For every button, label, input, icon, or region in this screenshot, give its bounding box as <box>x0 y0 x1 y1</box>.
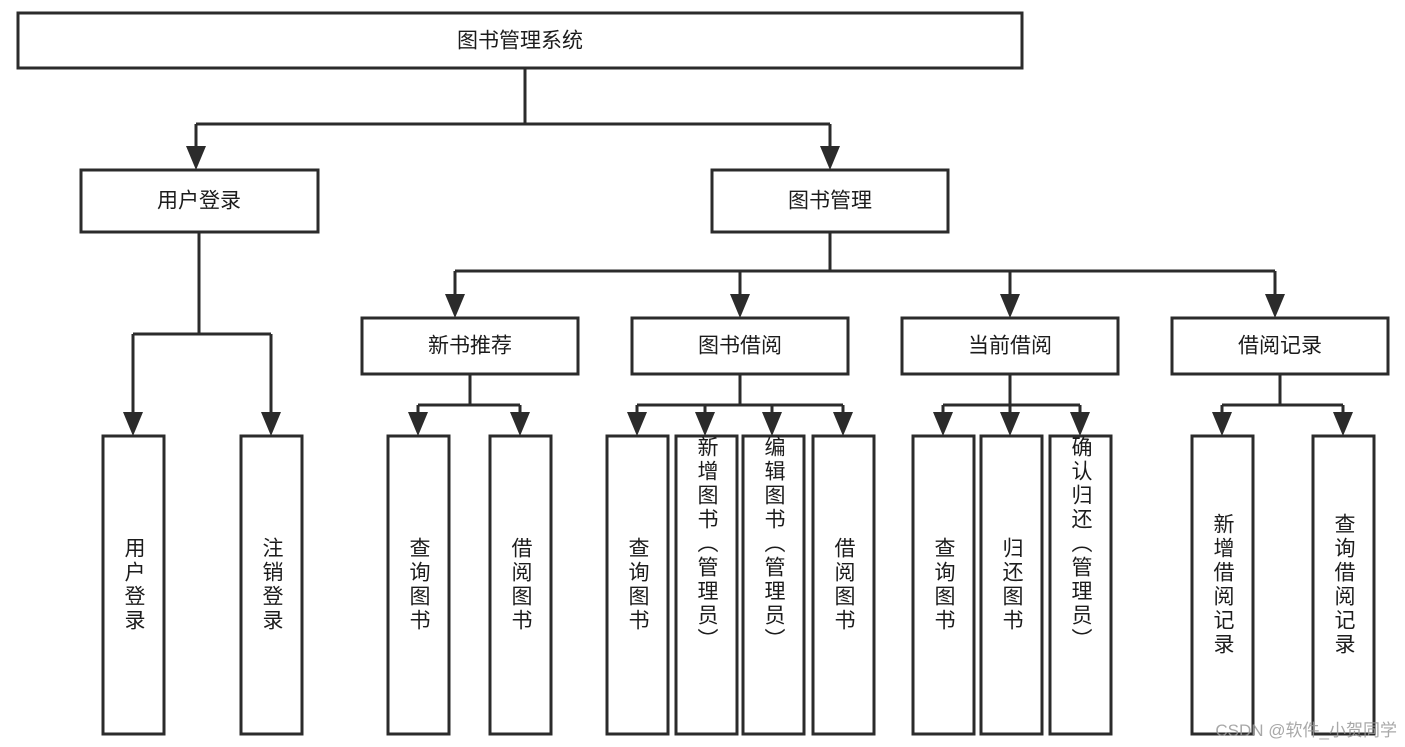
label-user-login: 用户登录 <box>157 190 241 213</box>
node-box-borrow-record[interactable] <box>1170 316 1390 376</box>
arrow-head-book-manage <box>820 146 840 170</box>
arrow-head-leaf-user-login <box>123 412 143 436</box>
arrow-head-borrowrecord-query <box>1333 412 1353 436</box>
node-box-leaf-currentborrow-confirm[interactable] <box>1048 434 1113 736</box>
label-book-manage: 图书管理 <box>788 190 872 213</box>
node-box-leaf-logout-login[interactable] <box>239 434 304 736</box>
node-box-leaf-bookborrow-query[interactable] <box>605 434 670 736</box>
node-box-leaf-currentborrow-return[interactable] <box>979 434 1044 736</box>
node-box-book-manage[interactable] <box>710 168 950 234</box>
arrow-head-current-borrow <box>1000 294 1020 318</box>
node-box-leaf-user-login[interactable] <box>101 434 166 736</box>
node-box-leaf-currentborrow-query[interactable] <box>911 434 976 736</box>
arrow-head-user-login <box>186 146 206 170</box>
arrow-head-bookborrow-borrow <box>833 412 853 436</box>
arrow-head-borrow-record <box>1265 294 1285 318</box>
node-box-leaf-bookborrow-edit[interactable] <box>741 434 806 736</box>
label-book-borrow: 图书借阅 <box>698 335 782 358</box>
arrow-head-newbook-query <box>408 412 428 436</box>
label-new-book-recommend: 新书推荐 <box>428 335 512 358</box>
arrow-head-newbook-borrow <box>510 412 530 436</box>
arrow-head-bookborrow-edit <box>762 412 782 436</box>
csdn-watermark: CSDN @软件_小贺同学 <box>1215 721 1397 740</box>
node-box-new-book-recommend[interactable] <box>360 316 580 376</box>
arrow-head-borrowrecord-add <box>1212 412 1232 436</box>
label-root: 图书管理系统 <box>457 30 583 53</box>
arrow-head-bookborrow-query <box>627 412 647 436</box>
node-box-current-borrow[interactable] <box>900 316 1120 376</box>
arrow-head-book-borrow <box>730 294 750 318</box>
node-box-leaf-bookborrow-borrow[interactable] <box>811 434 876 736</box>
label-current-borrow: 当前借阅 <box>968 335 1052 358</box>
node-box-leaf-newbook-query[interactable] <box>386 434 451 736</box>
node-box-root[interactable] <box>16 11 1024 70</box>
arrow-head-bookborrow-add <box>695 412 715 436</box>
node-box-layer <box>16 11 1390 736</box>
node-box-book-borrow[interactable] <box>630 316 850 376</box>
node-box-leaf-borrowrecord-add[interactable] <box>1190 434 1255 736</box>
arrow-head-currentborrow-return <box>1000 412 1020 436</box>
arrow-head-new-book-recommend <box>445 294 465 318</box>
connector-layer <box>123 68 1353 436</box>
arrow-head-currentborrow-query <box>933 412 953 436</box>
node-box-leaf-newbook-borrow[interactable] <box>488 434 553 736</box>
node-label-layer: 图书管理系统 用户登录 图书管理 新书推荐 图书借阅 当前借阅 借阅记录 <box>157 30 1322 358</box>
label-borrow-record: 借阅记录 <box>1238 335 1322 358</box>
arrow-head-currentborrow-confirm <box>1070 412 1090 436</box>
arrow-head-leaf-logout-login <box>261 412 281 436</box>
node-box-leaf-borrowrecord-query[interactable] <box>1311 434 1376 736</box>
node-box-user-login[interactable] <box>79 168 320 234</box>
node-box-leaf-bookborrow-add[interactable] <box>674 434 739 736</box>
